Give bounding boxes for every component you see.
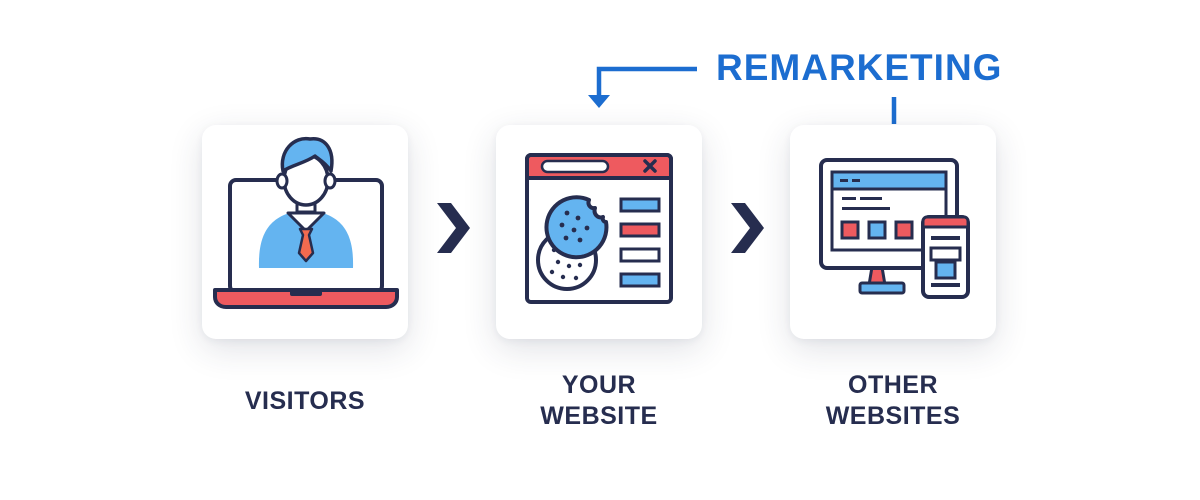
chevron-right-icon bbox=[731, 203, 764, 253]
other-websites-label: OTHER WEBSITES bbox=[763, 370, 1023, 432]
step-label-line: OTHER bbox=[848, 371, 938, 399]
your-website-label: YOUR WEBSITE bbox=[469, 370, 729, 432]
step-label-line: WEBSITE bbox=[540, 402, 658, 430]
visitors-card bbox=[202, 125, 408, 339]
step-label-line: WEBSITES bbox=[825, 402, 961, 430]
chevron-right-icon bbox=[437, 203, 470, 253]
visitor-at-laptop-icon bbox=[213, 136, 399, 309]
step-label-line: VISITORS bbox=[244, 387, 366, 415]
remarketing-label: REMARKETING bbox=[716, 47, 1003, 88]
your-website-card bbox=[496, 125, 702, 339]
other-websites-card bbox=[790, 125, 996, 339]
website-cookies-icon bbox=[525, 153, 673, 304]
multi-device-websites-icon bbox=[819, 158, 970, 299]
visitors-label: VISITORS bbox=[175, 386, 435, 417]
step-label-line: YOUR bbox=[561, 371, 637, 399]
